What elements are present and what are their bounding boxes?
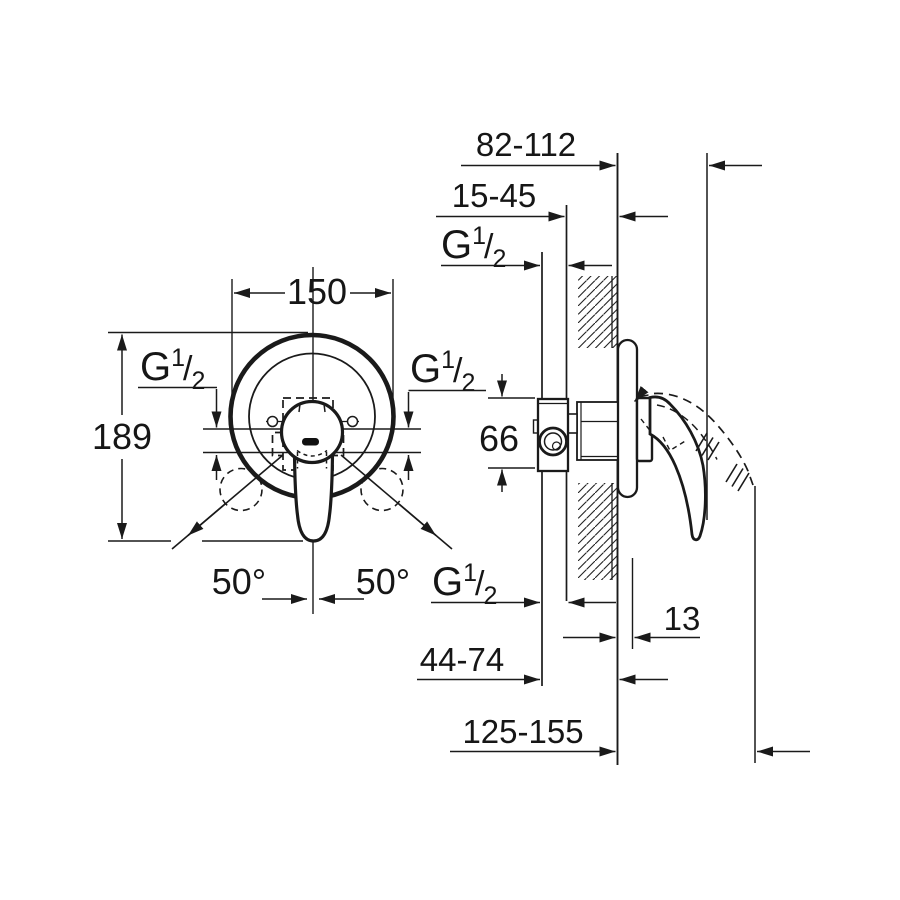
dim-label-13: 13 (664, 600, 701, 637)
sleeve-nut (567, 413, 578, 434)
dim-escutcheon-thickness: 13 (563, 558, 700, 649)
dim-label-125-155: 125-155 (462, 713, 583, 750)
escutcheon-screw-right (341, 415, 359, 428)
dim-handle-open-projection: 125-155 (450, 713, 810, 757)
knob-seam-left (298, 403, 301, 413)
valve-inlet-port (551, 441, 562, 451)
dim-thread-front-left: G1/2 (138, 344, 222, 480)
escutcheon-screw-left (266, 415, 284, 428)
handle-open-dashed (640, 392, 754, 492)
dim-front-height: 189 (92, 331, 308, 542)
dim-label-44-74: 44-74 (420, 641, 504, 678)
dim-label-50-right: 50° (356, 561, 410, 602)
knob-slot (302, 438, 319, 446)
wall-section (578, 153, 619, 765)
dim-label-150: 150 (287, 271, 347, 312)
dim-thread-supply-bottom: G1/2 (431, 559, 616, 610)
dim-mounting-depth: 15-45 (436, 177, 668, 222)
dim-label-82-112: 82-112 (476, 126, 576, 163)
side-view (532, 153, 756, 765)
union-dashed-circle-right (360, 467, 404, 512)
dim-front-width: 150 (231, 271, 394, 399)
valve-inlet-outer (538, 426, 568, 457)
dim-swing-angles: 50° 50° (212, 561, 410, 604)
valve-inlet-inner (543, 432, 563, 451)
front-view (171, 267, 453, 614)
dim-handle-closed-projection: 82-112 (461, 126, 762, 171)
break-ticks-1 (695, 432, 720, 461)
knob-seam-right (323, 403, 326, 413)
lever-handle-side (648, 395, 707, 542)
thread-label-front-left: G1/2 (140, 344, 205, 395)
dim-thread-front-right: G1/2 (403, 346, 486, 480)
dim-label-15-45: 15-45 (452, 177, 536, 214)
dim-valve-height: 66 (479, 374, 535, 492)
break-ticks-2 (725, 463, 750, 492)
dim-label-50-left: 50° (212, 561, 266, 602)
escutcheon-side (616, 338, 639, 499)
thread-label-front-right: G1/2 (410, 346, 475, 397)
supply-connection-lines (203, 428, 421, 454)
dim-label-189: 189 (92, 416, 152, 457)
dim-supply-to-wall: 44-74 (417, 641, 668, 685)
thread-label-supply-top: G1/2 (441, 222, 506, 273)
union-dashed-circle-left (219, 467, 263, 512)
knob-dashed-detail (296, 449, 328, 469)
swing-direction-arrow (633, 385, 649, 402)
thread-label-supply-bottom: G1/2 (432, 559, 497, 610)
wall-sleeve (576, 401, 619, 461)
handle-knob-front (279, 399, 345, 465)
valve-body (532, 397, 570, 473)
dimensions: 150 189 G1/2 G1/2 50° (92, 126, 810, 757)
dim-thread-supply-top: G1/2 (441, 222, 612, 273)
swing-angle-lines (171, 454, 453, 550)
dim-label-66: 66 (479, 418, 519, 459)
